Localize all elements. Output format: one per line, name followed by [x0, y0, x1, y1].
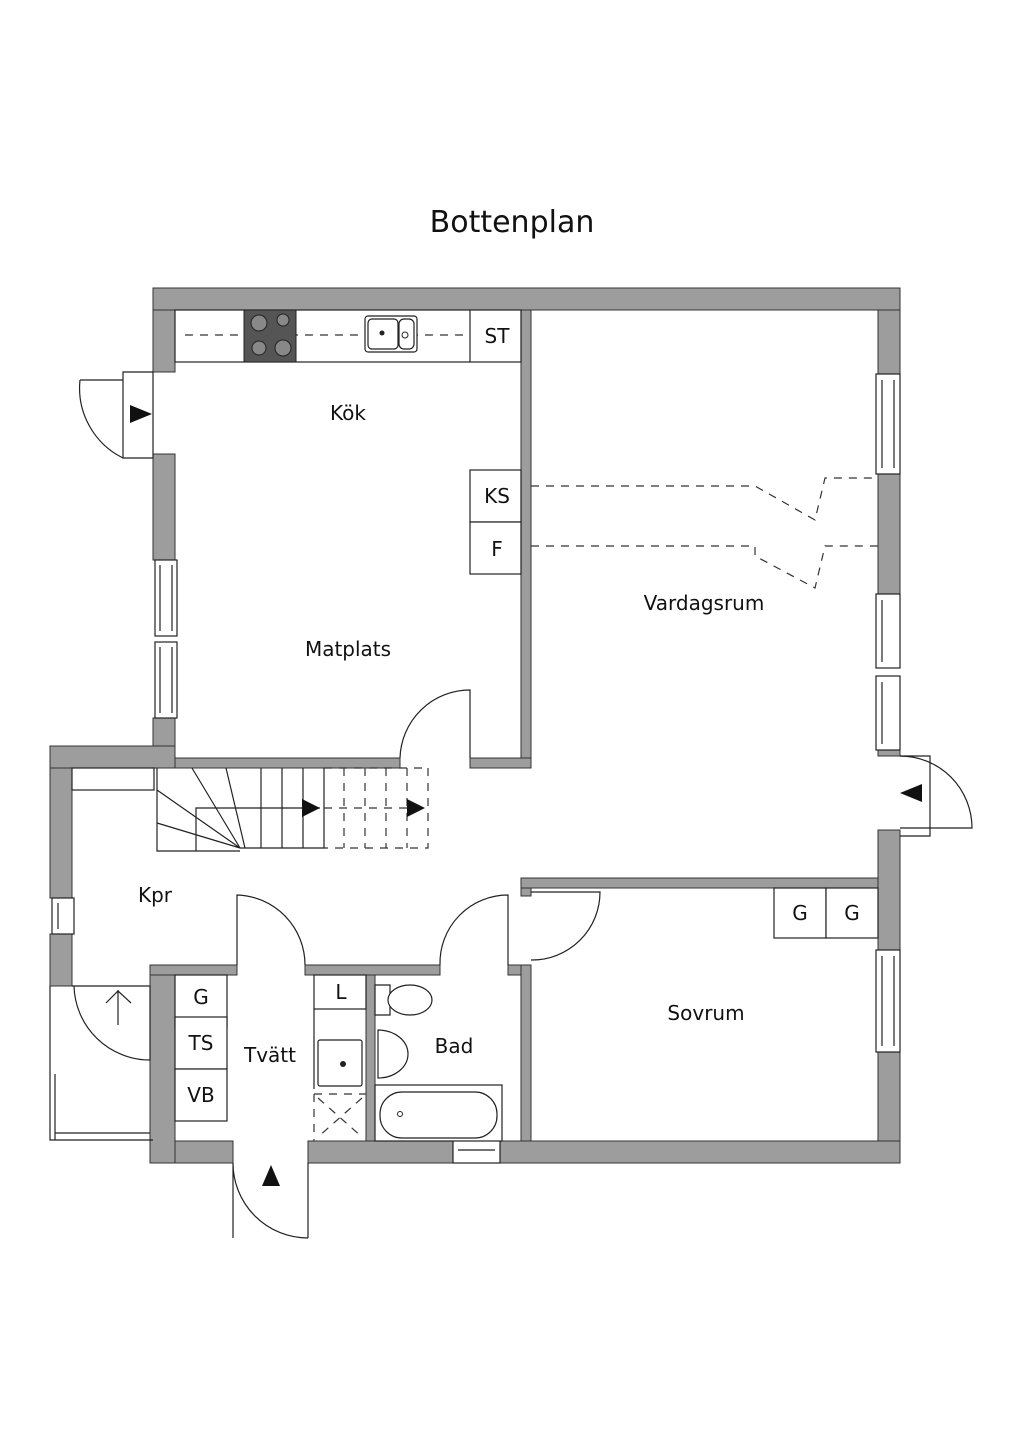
room-label-matplats: Matplats	[305, 637, 391, 661]
fixture-l: L	[335, 980, 347, 1004]
fixture-ks: KS	[484, 484, 510, 508]
room-label-kok: Kök	[330, 401, 366, 425]
room-label-vardagsrum: Vardagsrum	[644, 591, 765, 615]
toilet-icon	[374, 984, 391, 1016]
bathtub-icon	[379, 1091, 498, 1139]
plan-title: Bottenplan	[430, 205, 595, 240]
entrance-arrow-icon	[130, 405, 152, 423]
laundry-fixtures: G TS VB L	[174, 974, 367, 1141]
windows	[51, 373, 901, 1164]
bedroom-wardrobes: G G	[773, 887, 879, 939]
up-arrow-icon	[105, 990, 132, 1025]
walls	[49, 287, 901, 1164]
fixture-f: F	[491, 537, 503, 561]
sink-icon	[364, 315, 418, 353]
fixture-st: ST	[485, 324, 511, 348]
fixture-ts: TS	[188, 1031, 214, 1055]
kitchen-counter: ST KS F	[174, 309, 522, 575]
entrance-arrow-icon	[900, 784, 922, 802]
ceiling-beams	[531, 477, 878, 589]
room-label-sovrum: Sovrum	[667, 1001, 744, 1025]
utility-sink-icon	[317, 1039, 363, 1087]
fixture-vb: VB	[187, 1083, 214, 1107]
washbasin-icon	[377, 1029, 409, 1079]
room-label-bad: Bad	[435, 1034, 474, 1058]
doors	[49, 371, 973, 1239]
fixture-g: G	[792, 901, 808, 925]
entrance-arrow-icon	[262, 1165, 280, 1186]
bathroom-fixtures	[374, 984, 503, 1142]
room-labels: Kök Matplats Vardagsrum Kpr Tvätt Bad So…	[138, 401, 764, 1067]
room-label-kpr: Kpr	[138, 883, 173, 907]
room-label-tvatt: Tvätt	[243, 1043, 296, 1067]
stairs	[71, 767, 429, 852]
fixture-g: G	[844, 901, 860, 925]
fixture-g: G	[193, 985, 209, 1009]
